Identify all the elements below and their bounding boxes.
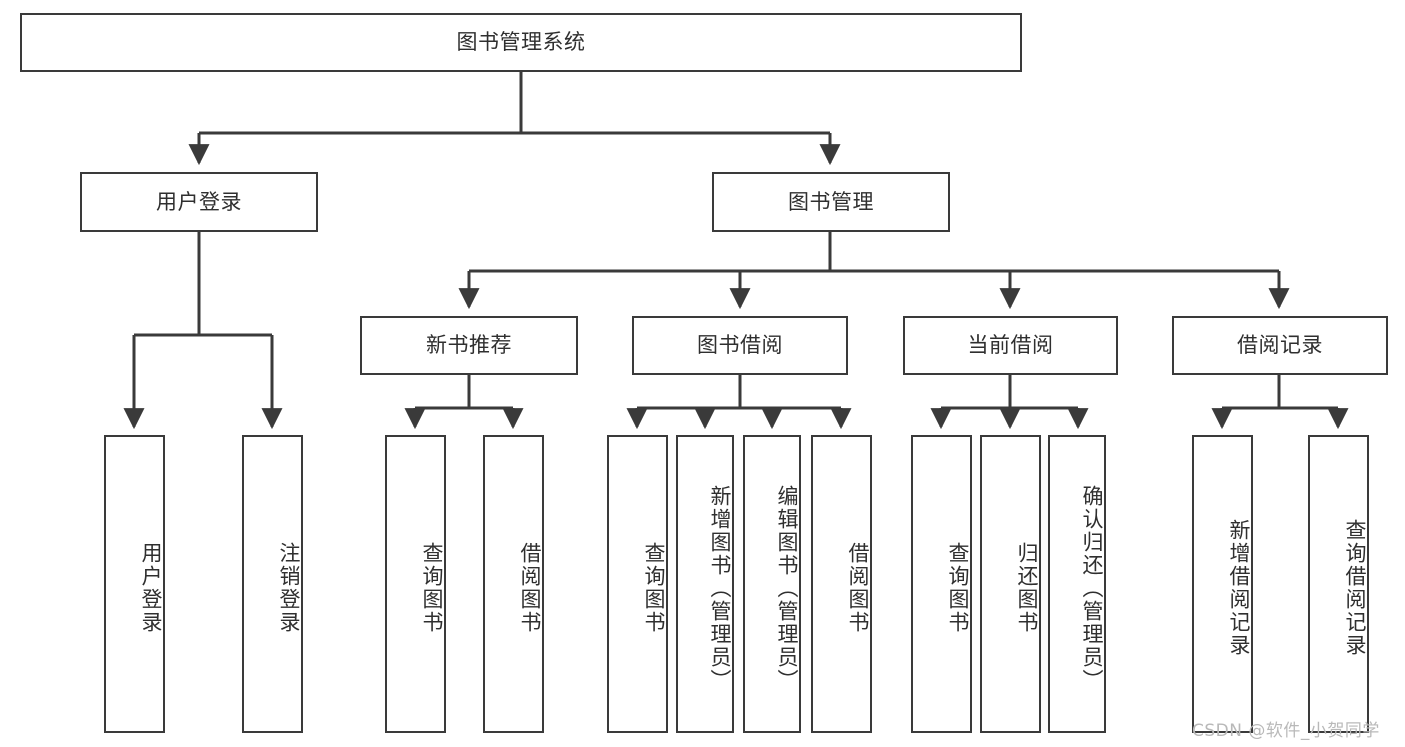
leaf-book-borrow-borrow-book[interactable]: 借阅图书 (811, 435, 872, 733)
node-new-book-recommend[interactable]: 新书推荐 (360, 316, 578, 375)
leaf-user-login-login[interactable]: 用户登录 (104, 435, 165, 733)
leaf-book-borrow-query-book[interactable]: 查询图书 (607, 435, 668, 733)
node-root-system[interactable]: 图书管理系统 (20, 13, 1022, 72)
leaf-borrow-record-query-record[interactable]: 查询借阅记录 (1308, 435, 1369, 733)
leaf-book-borrow-edit-book[interactable]: 编辑图书（管理员） (743, 435, 801, 733)
node-user-login[interactable]: 用户登录 (80, 172, 318, 232)
leaf-user-login-logout[interactable]: 注销登录 (242, 435, 303, 733)
leaf-current-borrow-return-book[interactable]: 归还图书 (980, 435, 1041, 733)
node-borrow-record[interactable]: 借阅记录 (1172, 316, 1388, 375)
node-book-borrow[interactable]: 图书借阅 (632, 316, 848, 375)
leaf-current-borrow-query-book[interactable]: 查询图书 (911, 435, 972, 733)
leaf-new-book-query-book[interactable]: 查询图书 (385, 435, 446, 733)
leaf-current-borrow-confirm-return[interactable]: 确认归还（管理员） (1048, 435, 1106, 733)
node-book-management[interactable]: 图书管理 (712, 172, 950, 232)
node-current-borrow[interactable]: 当前借阅 (903, 316, 1118, 375)
leaf-new-book-borrow-book[interactable]: 借阅图书 (483, 435, 544, 733)
leaf-book-borrow-add-book[interactable]: 新增图书（管理员） (676, 435, 734, 733)
leaf-borrow-record-add-record[interactable]: 新增借阅记录 (1192, 435, 1253, 733)
